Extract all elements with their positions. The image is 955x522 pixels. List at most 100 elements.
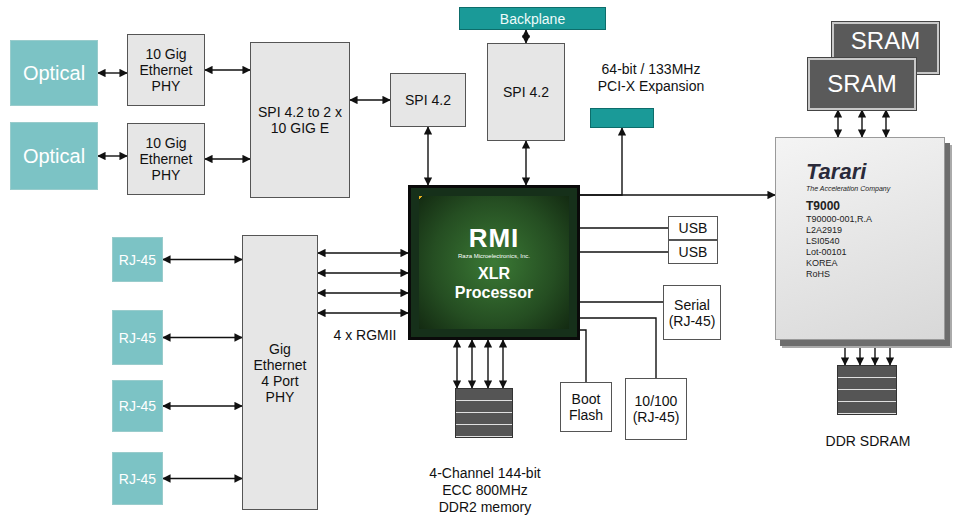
bridge-box: SPI 4.2 to 2 x 10 GIG E — [250, 42, 350, 198]
connector — [526, 141, 527, 185]
connector — [580, 228, 668, 229]
node-text: LSI0540 — [806, 236, 840, 247]
node-text: USB — [679, 244, 708, 260]
node-text: The Acceleration Company — [806, 184, 890, 193]
memory-stack: 4-Channel 144-bit ECC 800MHz DDR2 memory — [455, 388, 513, 438]
node-text: Optical — [23, 62, 85, 85]
connector-line — [98, 72, 127, 73]
connector-line — [874, 340, 875, 365]
connector-line — [471, 340, 472, 388]
connector — [98, 73, 127, 74]
node-text: RJ-45 — [119, 330, 156, 346]
connector — [428, 127, 429, 185]
node-text: DDR SDRAM — [813, 433, 923, 450]
phy-box: 10 Gig Ethernet PHY — [127, 34, 205, 106]
connector — [163, 478, 242, 479]
node-text: 4-Channel 144-bit ECC 800MHz DDR2 memory — [425, 465, 545, 516]
rj45-port: RJ-45 — [112, 452, 163, 505]
node-text: XLR Processor — [447, 264, 542, 302]
memory-stack: DDR SDRAM — [837, 365, 897, 415]
connector — [838, 110, 886, 137]
node-text: 10 Gig Ethernet PHY — [130, 135, 202, 183]
node-text: 10/100 (RJ-45) — [628, 393, 684, 425]
rj45-port: RJ-45 — [112, 237, 163, 282]
optical-port: Optical — [10, 122, 98, 190]
connector-line — [525, 141, 526, 185]
connector-line — [163, 478, 242, 479]
connector — [98, 156, 127, 157]
node-text: L2A2919 — [806, 225, 842, 236]
node-text: Gig Ethernet 4 Port PHY — [249, 341, 311, 405]
node-text: RJ-45 — [119, 252, 156, 268]
connector-line — [844, 340, 845, 365]
node-text: Backplane — [500, 11, 565, 27]
connector-line — [580, 301, 663, 302]
connector — [318, 253, 408, 313]
node-text: RMI — [469, 224, 520, 252]
connector — [580, 252, 668, 253]
connector-line — [163, 337, 242, 338]
node-text: 10 Gig Ethernet PHY — [130, 46, 202, 94]
node-text: SPI 4.2 — [503, 84, 549, 100]
spi-box: SPI 4.2 — [487, 43, 565, 141]
connector-line — [163, 259, 242, 260]
flash-box: Boot Flash — [560, 382, 612, 432]
node-text: RJ-45 — [119, 398, 156, 414]
node-text: SPI 4.2 — [405, 92, 451, 108]
connector-line — [861, 110, 862, 137]
optical-port: Optical — [10, 40, 98, 106]
connector-line — [502, 340, 503, 388]
connector — [205, 70, 250, 71]
node-text: Boot Flash — [563, 391, 609, 423]
connector — [350, 100, 390, 101]
phy-box: 10 Gig Ethernet PHY — [127, 123, 205, 195]
connector-line — [318, 252, 408, 253]
connector-line — [205, 69, 250, 70]
connector-line — [889, 340, 890, 365]
connector-line — [205, 158, 250, 159]
node-text: Optical — [23, 145, 85, 168]
connector-line — [350, 99, 390, 100]
backplane-box: Backplane — [459, 7, 606, 30]
rj45-port: RJ-45 — [112, 380, 163, 432]
signal-label: 4 x RGMII — [322, 327, 408, 344]
connector-line — [318, 312, 408, 313]
connector — [580, 330, 586, 382]
connector-line — [98, 155, 127, 156]
node-text: KOREA — [806, 258, 838, 269]
connector-line — [163, 405, 242, 406]
usb-port: USB — [668, 216, 718, 240]
connector — [580, 318, 656, 378]
node-text: T90000-001,R.A — [806, 214, 872, 225]
node-text: 64-bit / 133MHz PCI-X Expansion — [589, 61, 713, 95]
node-text: SRAM — [827, 70, 896, 98]
node-text: T9000 — [806, 199, 840, 214]
serial-port: Serial (RJ-45) — [663, 285, 721, 340]
connector-line — [427, 127, 428, 185]
connector-line — [885, 110, 886, 137]
usb-port: USB — [668, 240, 718, 264]
processor-chip: RMIRaza Microelectronics, Inc. XLR Proces… — [408, 185, 580, 340]
node-text: RoHS — [806, 269, 830, 280]
connector — [163, 259, 242, 260]
connector-line — [318, 292, 408, 293]
connector-line — [580, 330, 586, 382]
connector — [163, 337, 242, 338]
accelerator-chip: TarariThe Acceleration CompanyT9000T9000… — [775, 137, 945, 340]
connector-line — [580, 251, 668, 252]
connector-line — [487, 340, 488, 388]
connector-line — [456, 340, 457, 388]
expansion-slot: 64-bit / 133MHz PCI-X Expansion — [590, 108, 654, 128]
connector-line — [837, 110, 838, 137]
connector-line — [580, 227, 668, 228]
node-text: SRAM — [851, 27, 920, 55]
rj45-port: RJ-45 — [112, 310, 163, 365]
node-text: Raza Microelectronics, Inc. — [458, 252, 530, 260]
connector — [580, 302, 663, 303]
phy-box: Gig Ethernet 4 Port PHY — [242, 235, 318, 510]
spi-box: SPI 4.2 — [390, 73, 466, 127]
connector-line — [580, 318, 656, 378]
node-text: RJ-45 — [119, 471, 156, 487]
connector — [163, 406, 242, 407]
connector-line — [859, 340, 860, 365]
